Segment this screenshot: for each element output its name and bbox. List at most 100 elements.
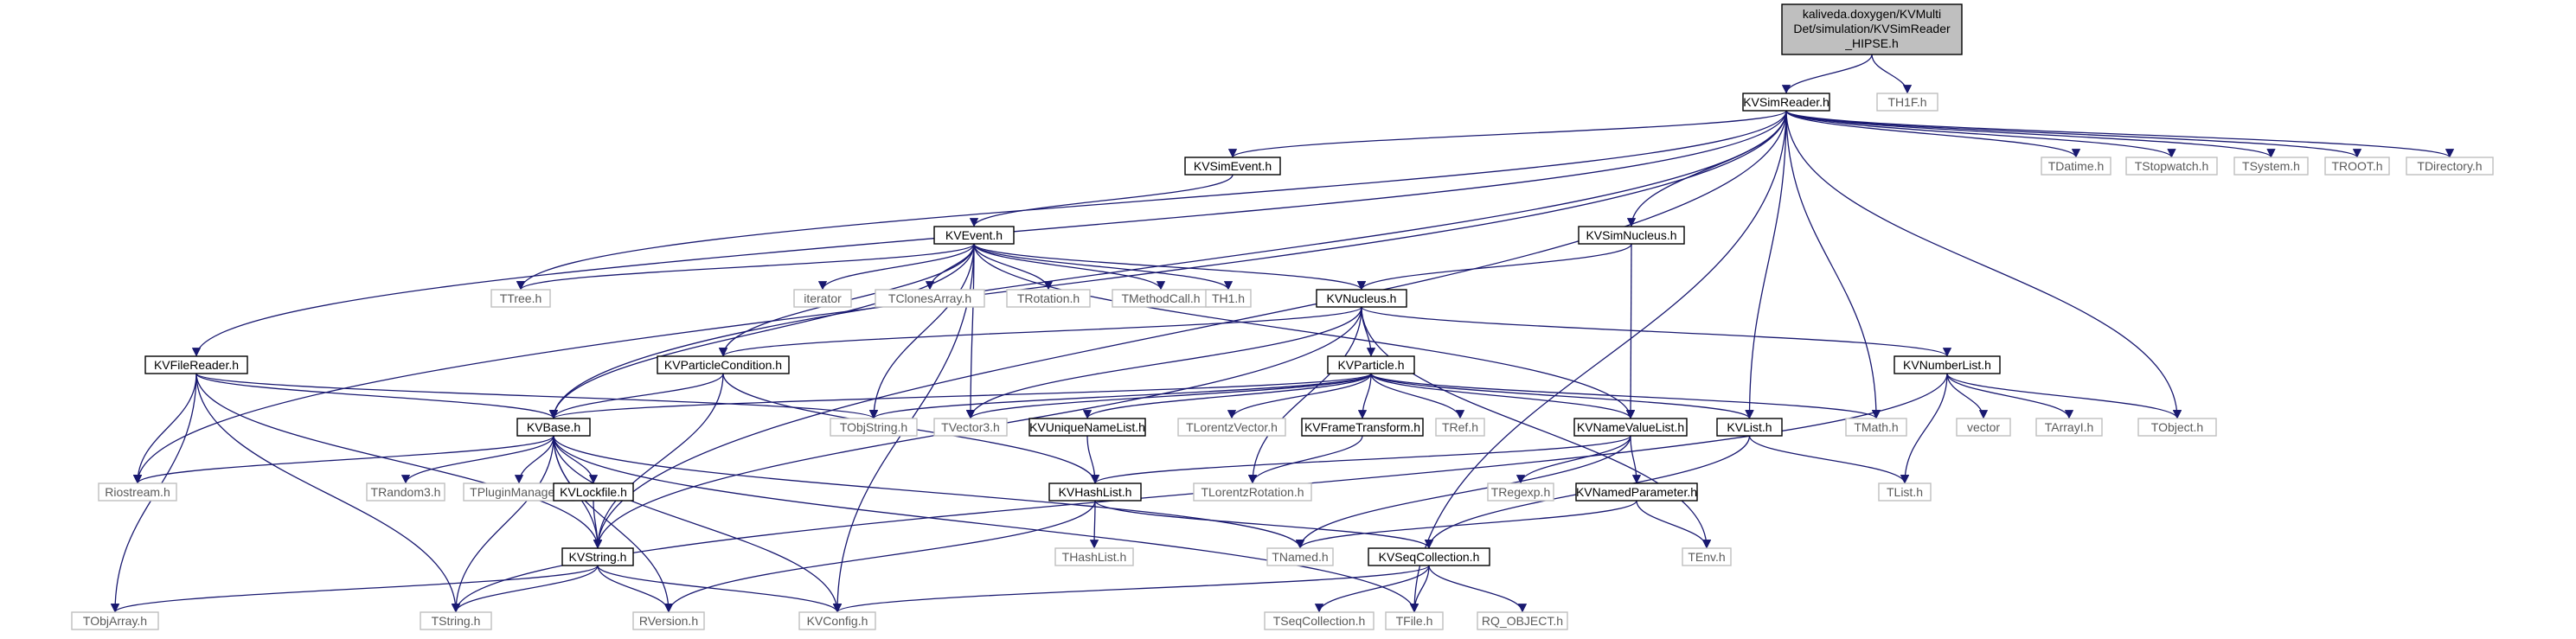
node-tarrayi: TArrayI.h <box>2035 418 2103 437</box>
node-box <box>490 289 551 308</box>
node-lockfile[interactable]: KVLockfile.h <box>553 482 634 502</box>
node-tobject: TObject.h <box>2137 418 2217 437</box>
node-label: THashList.h <box>1062 550 1127 564</box>
node-tlist: TList.h <box>1878 482 1932 502</box>
edge-simreader-to-kvbase <box>548 110 1787 419</box>
node-uniquenamelist[interactable]: KVUniqueNameList.h <box>1028 418 1146 437</box>
node-label: TObjString.h <box>840 420 907 434</box>
node-tref: TRef.h <box>1435 418 1485 437</box>
node-box <box>1301 418 1424 437</box>
edge-seqcollection-to-kvconfig <box>833 565 1430 613</box>
node-tdatime: TDatime.h <box>2041 157 2111 176</box>
edge-kvstring-to-kvconfig <box>597 565 843 613</box>
node-simreader[interactable]: KVSimReader.h <box>1742 93 1830 112</box>
node-label: KVSimNucleus.h <box>1586 228 1676 242</box>
node-tstring: TString.h <box>420 611 492 630</box>
node-label: KVSimReader.h <box>1743 95 1829 109</box>
edge-simreader-to-tstopwatch <box>1785 110 2176 158</box>
node-box <box>2041 157 2111 176</box>
edge-kvparticle-to-tmath <box>1370 373 1881 419</box>
node-kvnucleus[interactable]: KVNucleus.h <box>1316 289 1407 308</box>
node-tregexp: TRegexp.h <box>1487 482 1554 502</box>
edge-kvstring-to-tobjarray <box>111 565 599 613</box>
dependency-edges <box>110 54 2454 613</box>
node-label: RQ_OBJECT.h <box>1482 614 1563 628</box>
node-box <box>793 289 852 308</box>
node-kvevent[interactable]: KVEvent.h <box>933 226 1015 245</box>
node-simevent[interactable]: KVSimEvent.h <box>1184 157 1281 176</box>
node-box <box>1575 482 1698 502</box>
edge-kvevent-to-tobjstring <box>868 243 975 419</box>
node-tclonesarray: TClonesArray.h <box>875 289 985 308</box>
node-filereader[interactable]: KVFileReader.h <box>144 355 248 374</box>
node-kvconfig: KVConfig.h <box>798 611 876 630</box>
edge-kvbase-to-tpluginmanager <box>514 435 554 484</box>
node-box <box>1876 93 1938 112</box>
node-box <box>98 482 177 502</box>
node-box <box>933 418 1008 437</box>
node-kvstring[interactable]: KVString.h <box>561 547 634 566</box>
edge-simreader-to-kvstring <box>593 110 1787 549</box>
edge-simnucleus-to-kvnucleus <box>1356 243 1632 291</box>
node-label: TDirectory.h <box>2417 159 2482 173</box>
node-box <box>1894 355 2001 374</box>
node-iterator: iterator <box>793 289 852 308</box>
node-rversion: RVersion.h <box>632 611 705 630</box>
node-label: KVLockfile.h <box>560 485 627 499</box>
edge-namevaluelist-to-tregexp <box>1515 435 1631 484</box>
node-seqcollection[interactable]: KVSeqCollection.h <box>1368 547 1490 566</box>
node-label: TList.h <box>1887 485 1923 499</box>
node-box <box>1845 418 1907 437</box>
node-label: TObject.h <box>2151 420 2203 434</box>
node-box <box>632 611 705 630</box>
node-namevaluelist[interactable]: KVNameValueList.h <box>1573 418 1688 437</box>
edge-kvevent-to-tmethodcall <box>973 243 1166 291</box>
edge-simreader-to-simevent <box>1228 110 1787 158</box>
edge-kvparticle-to-tvector3 <box>965 373 1372 419</box>
node-label: TNamed.h <box>1272 550 1328 564</box>
node-box <box>933 226 1015 245</box>
node-label: KVList.h <box>1727 420 1772 434</box>
edge-kvnucleus-to-numberlist <box>1361 306 1951 357</box>
edge-kvparticle-to-uniquenamelist <box>1082 373 1372 419</box>
root-label-line: _HIPSE.h <box>1844 36 1898 50</box>
node-label: TSystem.h <box>2242 159 2300 173</box>
node-box <box>1006 289 1091 308</box>
root-label-line: Det/simulation/KVSimReader <box>1793 22 1951 35</box>
node-partcond[interactable]: KVParticleCondition.h <box>657 355 790 374</box>
node-box <box>1266 547 1334 566</box>
node-label: TDatime.h <box>2048 159 2105 173</box>
root-file-node[interactable]: kaliveda.doxygen/KVMultiDet/simulation/K… <box>1781 3 1963 55</box>
edge-kvparticle-to-namevaluelist <box>1370 373 1636 419</box>
node-label: KVSimEvent.h <box>1194 159 1272 173</box>
node-namedparameter[interactable]: KVNamedParameter.h <box>1575 482 1698 502</box>
node-box <box>2137 418 2217 437</box>
node-box <box>1742 93 1830 112</box>
node-label: TH1.h <box>1212 291 1245 305</box>
node-label: KVConfig.h <box>807 614 868 628</box>
node-kvparticle[interactable]: KVParticle.h <box>1327 355 1415 374</box>
edge-simreader-to-tfile <box>1409 110 1787 613</box>
node-kvhashlist[interactable]: KVHashList.h <box>1048 482 1142 502</box>
node-numberlist[interactable]: KVNumberList.h <box>1894 355 2001 374</box>
edge-kvnucleus-to-tvector3 <box>965 306 1362 419</box>
node-troot: TROOT.h <box>2324 157 2390 176</box>
edge-simreader-to-tmath <box>1785 110 1881 419</box>
node-label: TEnv.h <box>1688 550 1725 564</box>
node-box <box>875 289 985 308</box>
node-box <box>1781 3 1963 55</box>
node-kvlist[interactable]: KVList.h <box>1716 418 1783 437</box>
node-box <box>1477 611 1568 630</box>
node-kvbase[interactable]: KVBase.h <box>516 418 591 437</box>
edge-kvbase-to-tfile <box>553 435 1419 613</box>
node-label: TSeqCollection.h <box>1273 614 1366 628</box>
edge-kvbase-to-rversion <box>553 435 674 613</box>
edge-kvevent-to-tvector3 <box>965 243 976 419</box>
node-simnucleus[interactable]: KVSimNucleus.h <box>1578 226 1685 245</box>
node-box <box>2406 157 2494 176</box>
node-frametransform[interactable]: KVFrameTransform.h <box>1301 418 1424 437</box>
node-label: TRef.h <box>1442 420 1478 434</box>
edge-filereader-to-kvstring <box>195 373 603 549</box>
node-tfile: TFile.h <box>1385 611 1444 630</box>
